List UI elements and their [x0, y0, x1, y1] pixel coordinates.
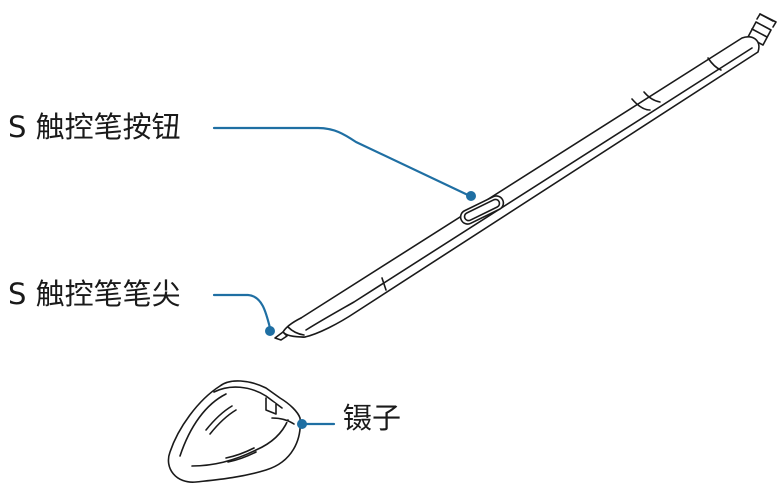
tweezers-top-face [213, 386, 283, 409]
pen-segment-line-1 [631, 98, 651, 111]
tweezers-hook [265, 397, 277, 415]
pen-body [296, 36, 760, 338]
leader-lines [212, 126, 472, 426]
pen-segment-line-3 [707, 57, 722, 71]
spen-button-label: S 触控笔按钮 [8, 110, 181, 144]
tweezers-inner-edge-2 [191, 419, 289, 467]
leader-line-button [212, 126, 472, 198]
tweezers-label: 镊子 [343, 401, 402, 435]
leader-dot-tweezers [297, 419, 307, 429]
s-pen [282, 13, 777, 338]
pen-body-contour [305, 47, 753, 331]
tweezers [167, 380, 302, 483]
tweezers-slot [205, 405, 233, 431]
tweezers-groove-2 [227, 451, 257, 463]
leader-dots [265, 191, 476, 429]
leader-dot-tip [265, 326, 275, 336]
pen-nib [274, 331, 288, 341]
pen-nose-ring [287, 326, 305, 336]
spen-button-shape [459, 195, 505, 225]
tweezers-slot-2 [209, 409, 237, 435]
pen-groove [381, 277, 387, 291]
tweezers-groove [225, 447, 255, 459]
tweezers-hook-2 [271, 417, 295, 425]
spen-tip-label: S 触控笔笔尖 [8, 277, 181, 311]
tweezers-inner-edge [179, 393, 227, 457]
leader-dot-button [466, 191, 476, 201]
leader-line-tip [212, 293, 272, 330]
pen-segment-line-2 [643, 91, 661, 103]
